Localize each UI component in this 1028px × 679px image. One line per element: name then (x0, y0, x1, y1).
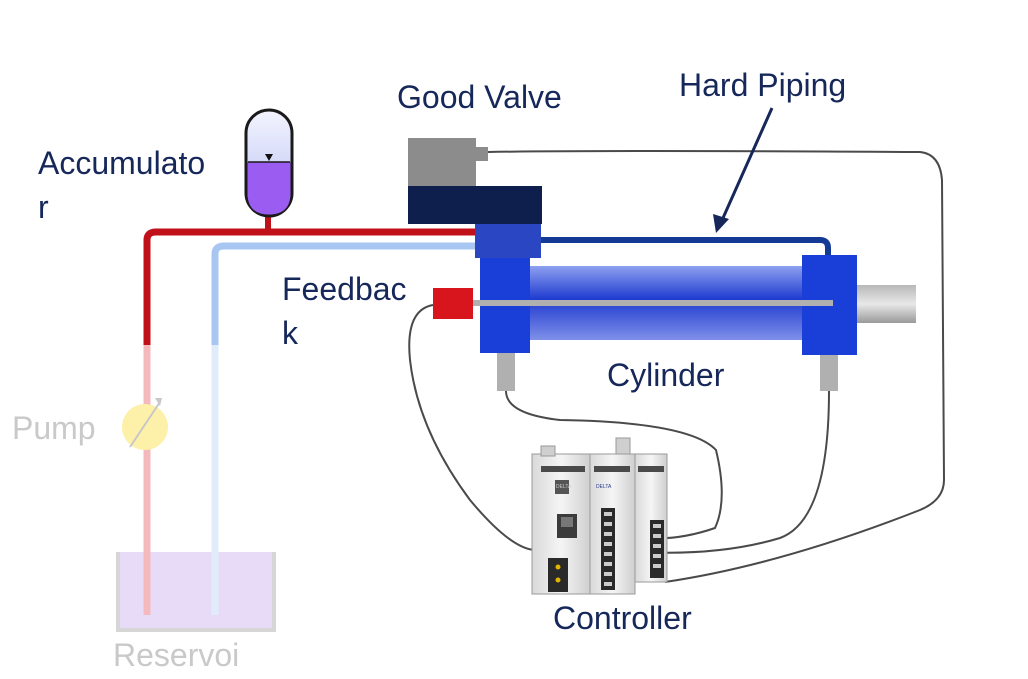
accumulator-label-cont: r (38, 189, 49, 225)
pump-label: Pump (12, 410, 96, 446)
pump-icon (122, 398, 168, 450)
hard-piping-label: Hard Piping (679, 67, 847, 103)
cylinder-icon (473, 255, 916, 391)
controller-label: Controller (553, 600, 692, 636)
hard-piping (540, 237, 831, 258)
reservoir-label: Reservoi (113, 637, 240, 673)
accumulator-icon (244, 108, 294, 218)
signal-wires (408, 150, 946, 583)
cylinder-label: Cylinder (607, 357, 725, 393)
reservoir-icon (116, 552, 276, 632)
feedback-sensor-icon (433, 288, 473, 319)
arrow-icon (713, 107, 774, 233)
accumulator-label: Accumulato (38, 145, 206, 181)
controller-icon: DELTA DELTA (531, 437, 668, 595)
good-valve-label: Good Valve (397, 79, 562, 115)
feedback-label: Feedbac (282, 271, 407, 307)
return-line (211, 242, 480, 615)
controller-brand-1: DELTA (556, 484, 572, 490)
controller-brand-2: DELTA (596, 484, 612, 490)
feedback-label-cont: k (282, 315, 298, 351)
valve-icon (408, 138, 542, 258)
